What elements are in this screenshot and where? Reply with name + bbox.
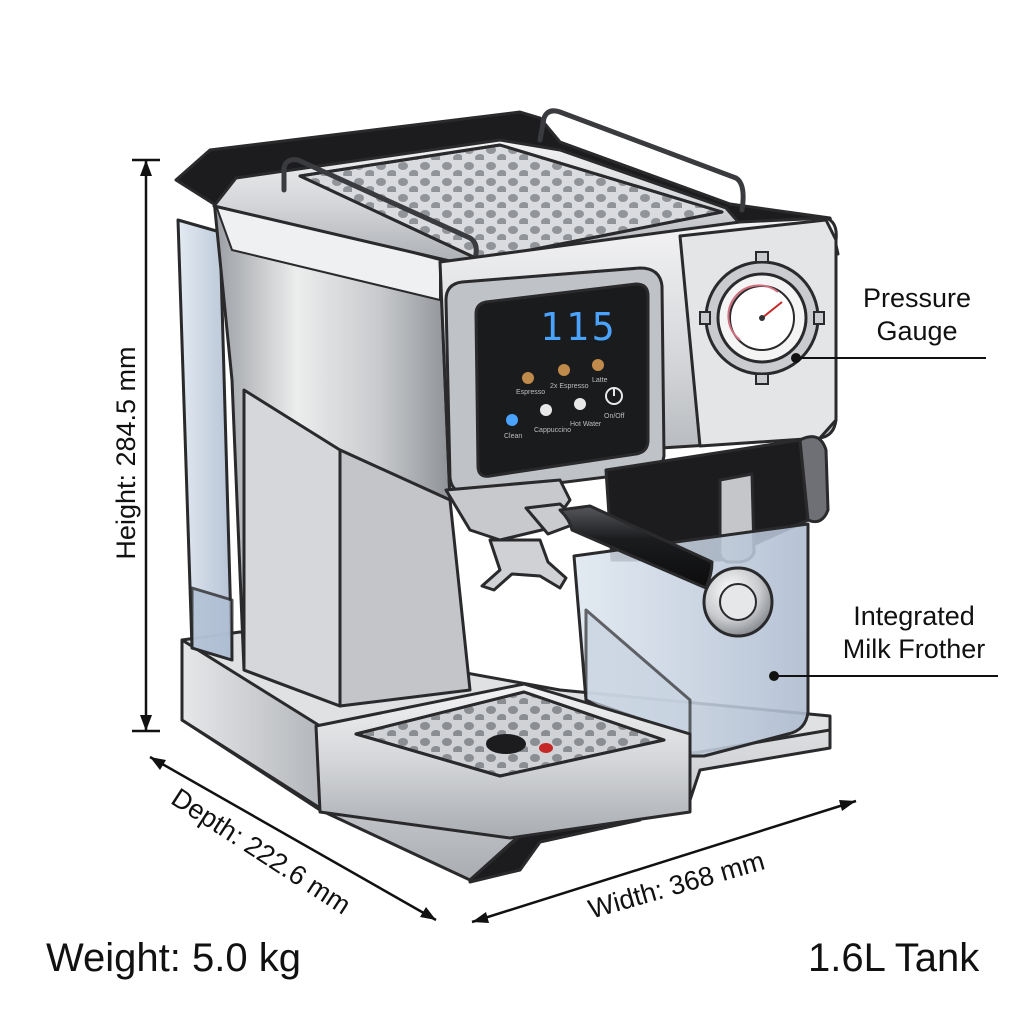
steam-handle	[524, 502, 774, 638]
width-dimension-line	[471, 799, 857, 924]
weight-spec: Weight: 5.0 kg	[46, 936, 301, 980]
milk-frother-label-line2: Milk Frother	[842, 633, 986, 664]
cup-warmer-top	[174, 110, 840, 270]
top-rails	[281, 108, 746, 265]
button-label-latte: Latte	[592, 377, 608, 384]
pressure-gauge-label-line1: Pressure	[862, 283, 972, 313]
water-tank	[176, 218, 234, 662]
cappuccino-cup-icon[interactable]	[540, 404, 552, 416]
pressure-gauge	[699, 251, 825, 385]
hot-water-cup-icon[interactable]	[574, 398, 586, 410]
height-dimension-line	[132, 158, 160, 733]
button-label-double-espresso: 2x Espresso	[550, 383, 589, 390]
espresso-cup-icon[interactable]	[522, 372, 534, 384]
milk-frother-label-line1: Integrated	[853, 601, 975, 631]
pressure-gauge-label: Pressure Gauge	[852, 282, 982, 348]
latte-cup-icon[interactable]	[592, 359, 604, 371]
tank-capacity-spec: 1.6L Tank	[808, 936, 980, 980]
control-buttons	[506, 359, 623, 426]
control-panel	[444, 266, 666, 496]
button-label-espresso: Espresso	[516, 389, 545, 396]
button-label-hot-water: Hot Water	[570, 421, 602, 428]
button-label-power: On/Off	[604, 413, 625, 420]
pressure-gauge-label-line2: Gauge	[876, 315, 958, 346]
drip-tray	[314, 682, 692, 840]
button-label-cappuccino: Cappuccino	[534, 427, 571, 434]
temperature-display: 115	[540, 305, 618, 349]
portafilter	[444, 478, 572, 592]
milk-frother-label: Integrated Milk Frother	[826, 600, 1002, 666]
machine-body	[212, 198, 472, 708]
depth-dimension-line	[149, 755, 437, 922]
callout-leaders	[769, 353, 998, 681]
clean-icon[interactable]	[506, 414, 518, 426]
button-label-clean: Clean	[504, 433, 522, 440]
double-espresso-cup-icon[interactable]	[558, 364, 570, 376]
height-dimension-label: Height: 284.5 mm	[111, 346, 141, 560]
